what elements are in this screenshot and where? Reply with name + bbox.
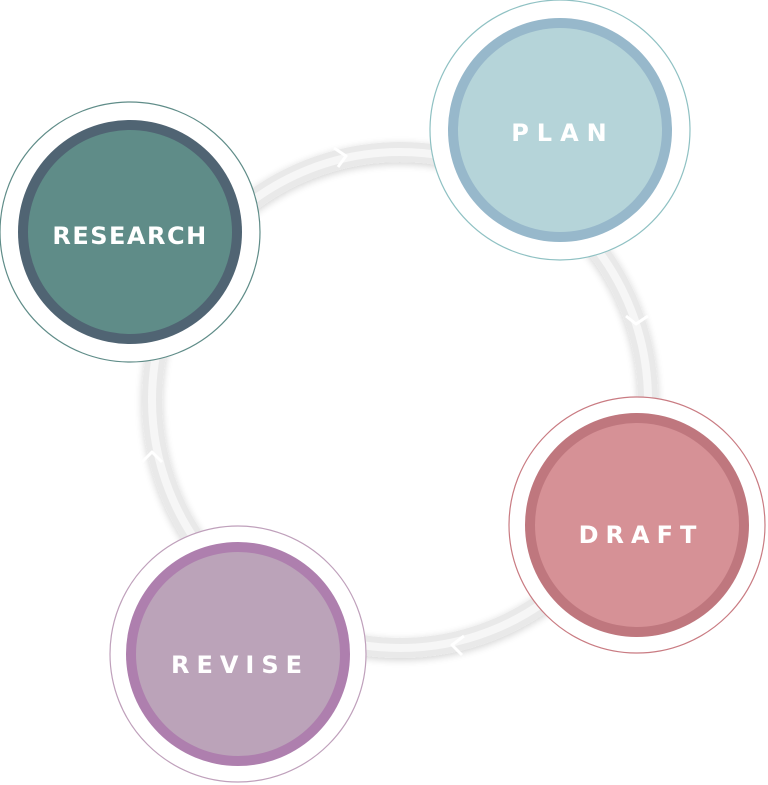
direction-chevron: [333, 146, 348, 168]
node-label: REVISE: [171, 651, 309, 679]
node-label: RESEARCH: [52, 222, 207, 250]
stage-node-research: RESEARCH: [0, 101, 261, 363]
node-fill: [458, 28, 662, 232]
direction-chevron: [450, 634, 465, 657]
node-fill: [136, 552, 340, 756]
stage-node-plan: PLAN: [429, 0, 691, 261]
direction-chevron: [625, 314, 649, 326]
stage-node-revise: REVISE: [109, 525, 367, 783]
node-fill: [28, 130, 232, 334]
node-fill: [535, 423, 739, 627]
direction-chevron: [140, 450, 164, 464]
node-label: PLAN: [511, 119, 615, 147]
stage-node-draft: DRAFT: [508, 396, 766, 654]
node-label: DRAFT: [579, 521, 704, 549]
